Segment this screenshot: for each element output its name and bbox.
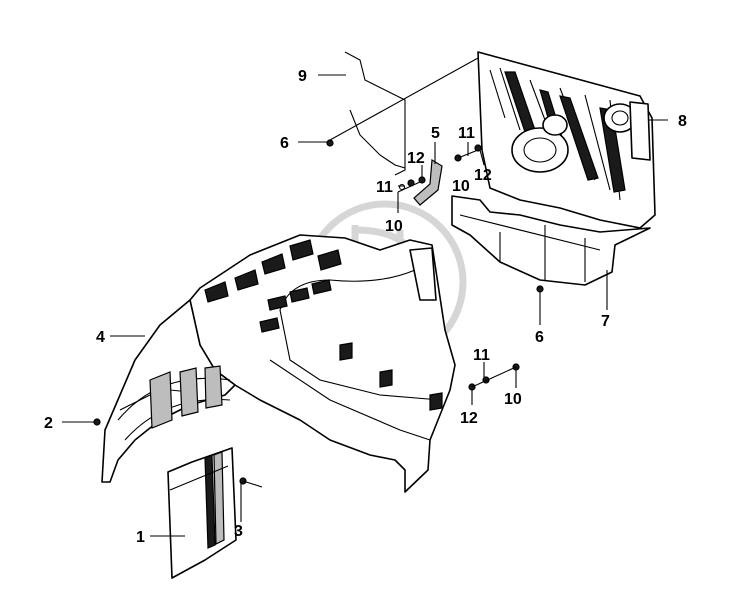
bracket-wire-part-9 bbox=[329, 51, 479, 176]
callout-6-b: 6 bbox=[535, 329, 544, 346]
mud-flap-part-1 bbox=[167, 447, 237, 579]
callout-2: 2 bbox=[44, 415, 53, 432]
lower-rear-panel-part-7 bbox=[451, 195, 651, 286]
callout-10-c: 10 bbox=[504, 391, 522, 408]
callout-4: 4 bbox=[96, 329, 105, 346]
callout-9: 9 bbox=[298, 68, 307, 85]
callout-10-a: 10 bbox=[385, 218, 403, 235]
callout-8: 8 bbox=[678, 113, 687, 130]
rear-panel-part-8 bbox=[477, 51, 656, 229]
leader-lines bbox=[62, 74, 668, 537]
callout-12-a: 12 bbox=[407, 150, 425, 167]
callout-10-b: 10 bbox=[452, 178, 470, 195]
callout-11-a: 11 bbox=[376, 179, 393, 196]
callout-12-c: 12 bbox=[460, 410, 478, 427]
callout-11-b: 11 bbox=[458, 125, 475, 142]
floor-mudguard-part-4 bbox=[101, 234, 456, 493]
callout-1: 1 bbox=[136, 529, 145, 546]
strap-part-5 bbox=[413, 158, 443, 206]
callout-12-b: 12 bbox=[474, 167, 492, 184]
callout-11-c: 11 bbox=[473, 347, 490, 364]
callout-7: 7 bbox=[601, 313, 610, 330]
callout-5: 5 bbox=[431, 125, 440, 142]
callout-labels: 1 2 3 4 5 6 6 7 8 9 10 10 10 11 11 11 12… bbox=[44, 68, 687, 546]
callout-6-a: 6 bbox=[280, 135, 289, 152]
callout-3: 3 bbox=[234, 523, 243, 540]
